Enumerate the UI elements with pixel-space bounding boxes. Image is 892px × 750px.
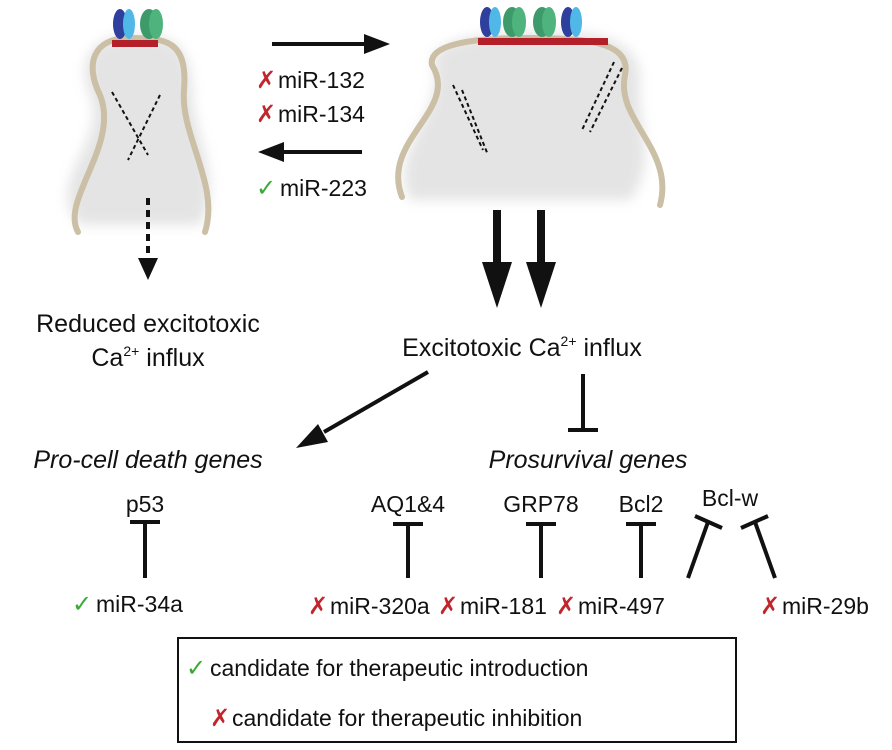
receptor-cyan	[123, 9, 135, 39]
activation-arrow-pro-death	[296, 370, 429, 448]
inhibition-bar	[626, 522, 656, 578]
gene-grp78: GRP78	[503, 491, 578, 517]
cross-icon: ✗	[760, 592, 780, 620]
cross-icon: ✗	[556, 592, 576, 620]
mirna-label-mir320a: ✗ miR-320a	[308, 592, 430, 620]
mirna-label-mir497: ✗ miR-497	[556, 592, 665, 620]
mirna-label-mir29b: ✗ miR-29b	[760, 592, 869, 620]
check-icon: ✓	[256, 174, 276, 202]
prosurvival-group-label: Prosurvival genes	[489, 446, 688, 474]
anchor-protein	[112, 40, 158, 47]
cross-icon: ✗	[438, 592, 458, 620]
check-icon: ✓	[72, 590, 92, 618]
forward-arrow	[272, 34, 390, 54]
mirna-mir34a-text: miR-34a	[96, 591, 183, 617]
legend-inhibition-text: candidate for therapeutic inhibition	[232, 705, 582, 731]
large-spine	[395, 7, 666, 208]
inhibition-bar	[526, 522, 556, 578]
mirna-label-mir34a: ✓ miR-34a	[72, 590, 183, 618]
reverse-arrow	[258, 142, 362, 162]
dashed-arrow-left	[138, 198, 158, 280]
mirna-mir134-text: miR-134	[278, 101, 365, 127]
large-spine-cytoskeleton	[581, 61, 615, 131]
cross-icon: ✗	[256, 66, 276, 94]
receptor-green	[542, 7, 556, 37]
receptor-green	[149, 9, 163, 39]
small-spine	[67, 9, 212, 235]
receptor-blue	[113, 9, 127, 39]
mirna-label-mir134: ✗ miR-134	[256, 100, 365, 128]
mirna-mir132-text: miR-132	[278, 67, 365, 93]
pro-death-group-label: Pro-cell death genes	[33, 446, 262, 474]
receptor-cyan	[570, 7, 582, 37]
mirna-mir320a-text: miR-320a	[330, 593, 430, 619]
inhibition-bar	[393, 522, 423, 578]
thick-arrow-right-2	[526, 210, 556, 308]
mirna-mir223-text: miR-223	[280, 175, 367, 201]
legend-box: ✓ candidate for therapeutic introduction…	[177, 637, 737, 743]
mirna-label-mir223: ✓ miR-223	[256, 174, 367, 202]
mirna-mir29b-text: miR-29b	[782, 593, 869, 619]
left-outcome-line2: Ca2+ influx	[91, 343, 205, 372]
gene-bcl2: Bcl2	[619, 491, 664, 517]
gene-bclw: Bcl-w	[702, 485, 759, 511]
gene-aq14: AQ1&4	[371, 491, 445, 517]
large-spine-cytoskeleton	[452, 84, 484, 151]
thick-arrow-right-1	[482, 210, 512, 308]
inhibition-bar	[686, 514, 723, 579]
right-outcome: Excitotoxic Ca2+ influx	[402, 333, 642, 362]
cross-icon: ✗	[210, 704, 230, 732]
cross-icon: ✗	[256, 100, 276, 128]
small-spine-cytoskeleton	[111, 91, 149, 156]
mirna-label-mir132: ✗ miR-132	[256, 66, 365, 94]
receptor-cyan	[489, 7, 501, 37]
mirna-mir181-text: miR-181	[460, 593, 547, 619]
small-spine-cytoskeleton	[127, 94, 161, 161]
mirna-mir497-text: miR-497	[578, 593, 665, 619]
large-spine-cytoskeleton	[461, 89, 489, 156]
inhibition-bar	[130, 520, 160, 578]
small-spine-shadow	[67, 35, 210, 225]
cross-icon: ✗	[308, 592, 328, 620]
anchor-protein	[478, 38, 608, 45]
left-outcome-line1: Reduced excitotoxic	[36, 310, 260, 338]
large-spine-cytoskeleton	[589, 67, 623, 133]
receptor-green	[512, 7, 526, 37]
inhibition-bar-prosurvival	[568, 374, 598, 432]
gene-p53: p53	[126, 491, 164, 517]
mirna-label-mir181: ✗ miR-181	[438, 592, 547, 620]
large-spine-shadow	[404, 32, 646, 200]
legend-introduction-text: candidate for therapeutic introduction	[210, 655, 588, 681]
check-icon: ✓	[186, 654, 206, 682]
inhibition-bar	[740, 514, 777, 579]
